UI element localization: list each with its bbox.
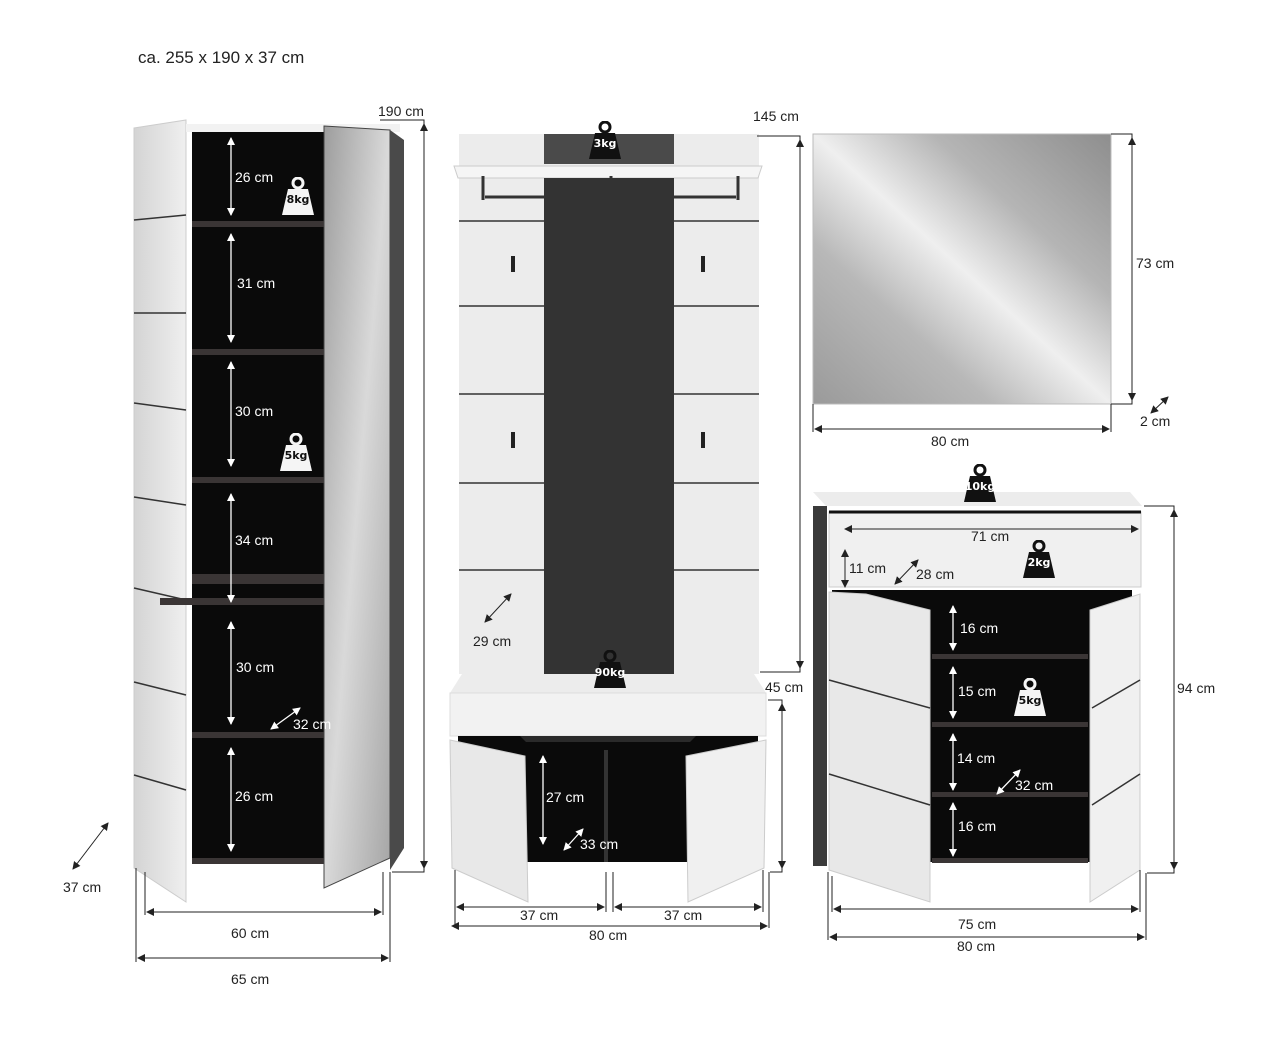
weight-icon-3kg: 3kg xyxy=(585,121,625,161)
tall-cabinet-height-label: 190 cm xyxy=(378,103,424,119)
weight-icon-5kg-shoe: 5kg xyxy=(1010,678,1050,718)
coat-rack xyxy=(449,134,804,930)
shoe-compartment-3-label: 14 cm xyxy=(957,750,996,766)
coat-rack-height-label: 145 cm xyxy=(753,108,799,124)
mirror-depth-label: 2 cm xyxy=(1140,413,1171,429)
weight-icon-90kg: 90kg xyxy=(590,650,630,690)
bench-right-width-label: 37 cm xyxy=(664,907,703,923)
shoe-shelf-depth-label: 32 cm xyxy=(1015,777,1054,793)
bench-total-width-label: 80 cm xyxy=(589,927,628,943)
tall-compartment-6-label: 26 cm xyxy=(235,788,274,804)
weight-icon-10kg: 10kg xyxy=(960,464,1000,504)
shoe-compartment-2-label: 15 cm xyxy=(958,683,997,699)
shoe-cabinet-inner-width-label: 75 cm xyxy=(958,916,997,932)
drawer-height-label: 11 cm xyxy=(849,560,887,576)
tall-shelf-depth-label: 32 cm xyxy=(293,716,332,732)
shoe-cabinet-height-label: 94 cm xyxy=(1177,680,1216,696)
tall-compartment-4-label: 34 cm xyxy=(235,532,274,548)
shoe-cabinet xyxy=(813,492,1178,941)
tall-compartment-1-label: 26 cm xyxy=(235,169,274,185)
tall-compartment-3-label: 30 cm xyxy=(235,403,274,419)
overall-dimensions-title: ca. 255 x 190 x 37 cm xyxy=(138,48,305,67)
weight-icon-5kg-tall: 5kg xyxy=(276,433,316,473)
tall-cabinet-inner-width-label: 60 cm xyxy=(231,925,270,941)
shoe-cabinet-outer-width-label: 80 cm xyxy=(957,938,996,954)
wall-mirror xyxy=(812,133,1169,433)
weight-icon-2kg: 2kg xyxy=(1019,540,1059,580)
bench-left-width-label: 37 cm xyxy=(520,907,559,923)
mirror-width-label: 80 cm xyxy=(931,433,970,449)
tall-cabinet xyxy=(72,119,428,962)
bench-height-label: 45 cm xyxy=(765,679,804,695)
mirror-height-label: 73 cm xyxy=(1136,255,1175,271)
tall-cabinet-outer-width-label: 65 cm xyxy=(231,971,270,987)
tall-compartment-5-label: 30 cm xyxy=(236,659,275,675)
weight-icon-8kg: 8kg xyxy=(278,177,318,217)
bench-compartment-depth-label: 33 cm xyxy=(580,836,619,852)
tall-compartment-2-label: 31 cm xyxy=(237,275,276,291)
bench-compartment-height-label: 27 cm xyxy=(546,789,585,805)
shoe-compartment-4-label: 16 cm xyxy=(958,818,997,834)
coat-rack-depth-label: 29 cm xyxy=(473,633,512,649)
tall-cabinet-depth-label: 37 cm xyxy=(63,879,102,895)
shoe-compartment-1-label: 16 cm xyxy=(960,620,999,636)
drawer-depth-label: 28 cm xyxy=(916,566,955,582)
drawer-width-label: 71 cm xyxy=(971,528,1010,544)
